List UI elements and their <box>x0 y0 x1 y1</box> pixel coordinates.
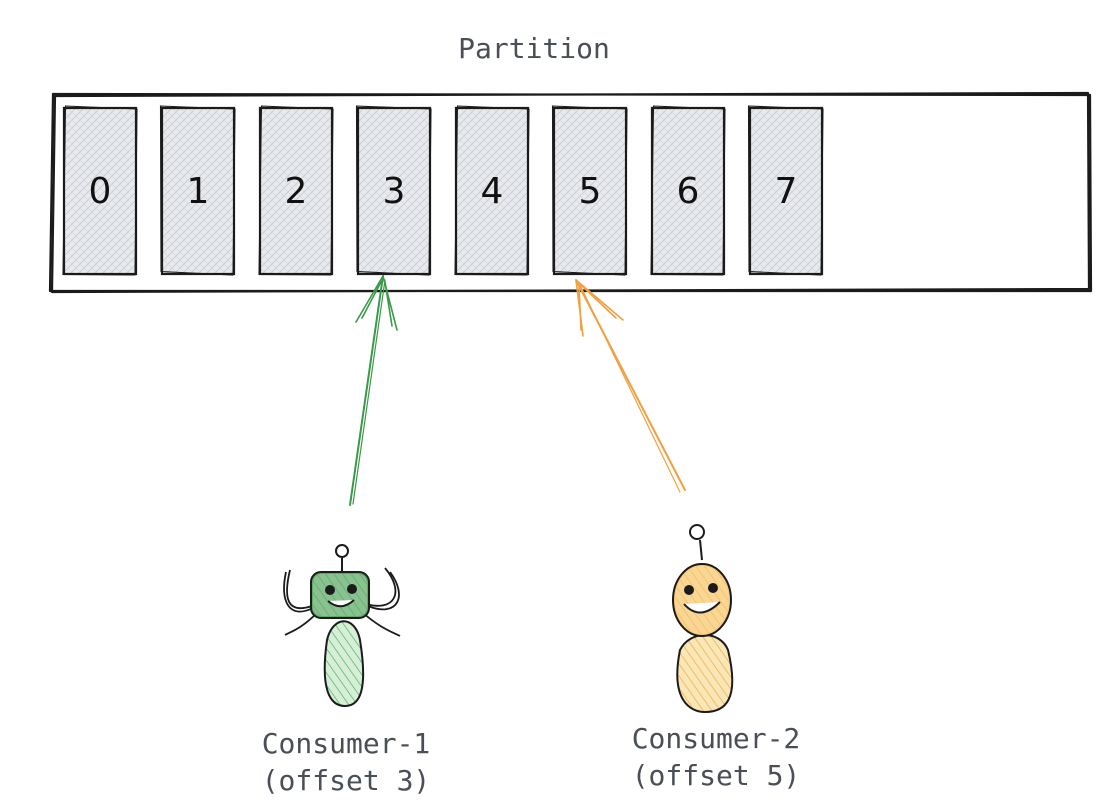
offset-cell-6: 6 <box>650 105 726 276</box>
consumer-1-arrow <box>349 275 398 506</box>
offset-cell-0: 0 <box>62 105 138 276</box>
offset-cells: 0 1 2 3 4 5 6 7 <box>62 105 824 276</box>
offset-cell-box <box>650 106 726 276</box>
offset-cell-box <box>552 106 628 276</box>
offset-cell-sketch-edge <box>454 105 530 276</box>
offset-number: 5 <box>579 171 602 212</box>
consumer-2-arrow <box>575 279 686 493</box>
consumer-2-smiley-icon <box>672 524 734 714</box>
offset-cell-2: 2 <box>258 105 334 276</box>
offset-cell-sketch-edge <box>650 105 726 276</box>
consumer-1-robot-icon <box>283 544 401 708</box>
consumer-1-name: Consumer-1 <box>262 727 431 760</box>
offset-cell-3: 3 <box>355 105 432 276</box>
offset-cell-sketch-edge <box>551 105 628 276</box>
offset-number: 2 <box>285 171 308 212</box>
consumer-2-name: Consumer-2 <box>632 722 801 755</box>
offset-number: 4 <box>481 171 504 212</box>
offset-cell-5: 5 <box>551 105 628 276</box>
offset-cell-sketch-edge <box>62 105 138 276</box>
offset-cell-sketch-edge <box>355 105 432 276</box>
offset-number: 1 <box>187 171 210 212</box>
offset-cell-1: 1 <box>159 105 236 276</box>
partition-title: Partition <box>458 32 610 65</box>
offset-number: 6 <box>677 171 700 212</box>
offset-cell-box <box>454 106 530 276</box>
offset-cell-sketch-edge <box>159 105 236 276</box>
offset-number: 7 <box>775 171 798 212</box>
offset-cell-sketch-edge <box>258 105 334 276</box>
consumer-2-offset-label: (offset 5) <box>632 759 801 792</box>
offset-number: 3 <box>383 171 406 212</box>
consumer-1-offset-label: (offset 3) <box>262 764 431 797</box>
offset-cell-4: 4 <box>454 105 530 276</box>
partition-box <box>48 91 1093 294</box>
offset-cell-box <box>748 106 824 276</box>
offset-cell-7: 7 <box>747 105 824 276</box>
offset-cell-box <box>258 106 334 276</box>
offset-cell-sketch-edge <box>747 105 824 276</box>
offset-number: 0 <box>89 171 112 212</box>
